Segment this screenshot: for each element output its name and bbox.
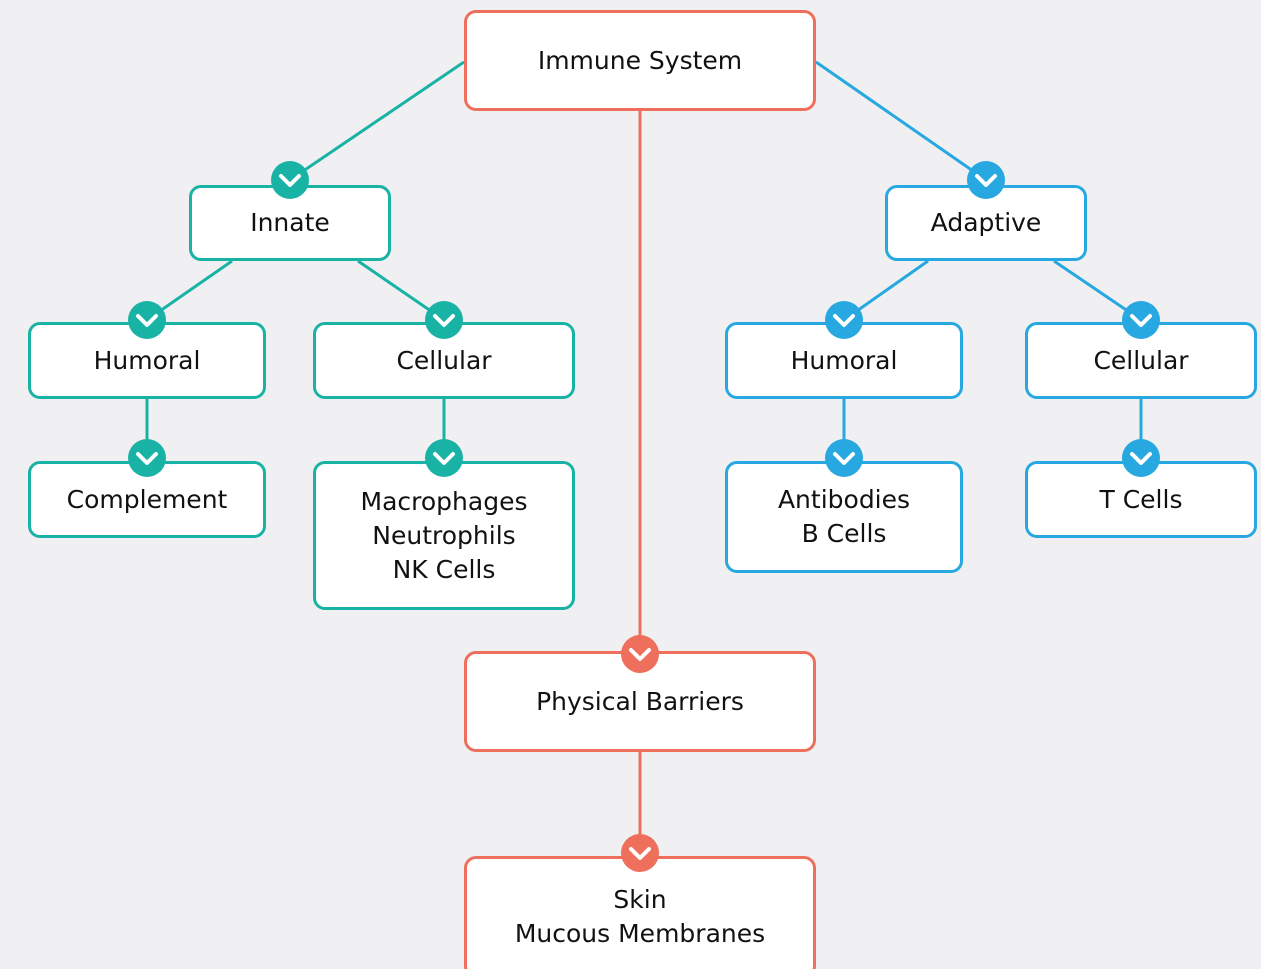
chevron-down-icon — [128, 301, 166, 339]
connector-line — [289, 60, 465, 182]
node-antibodies: Antibodies B Cells — [725, 461, 963, 573]
node-immune-system: Immune System — [464, 10, 816, 111]
node-label-line: Mucous Membranes — [514, 919, 766, 948]
node-label-line: B Cells — [801, 519, 887, 548]
chevron-down-icon — [621, 635, 659, 673]
node-label-line: Innate — [250, 208, 330, 237]
node-label-line: Immune System — [537, 45, 743, 75]
node-label-line: Humoral — [790, 345, 898, 375]
chevron-down-icon — [1122, 301, 1160, 339]
chevron-down-icon — [967, 161, 1005, 199]
connector-line — [815, 60, 987, 182]
chevron-down-icon — [621, 834, 659, 872]
node-label-line: T Cells — [1099, 484, 1183, 514]
node-label-line: Macrophages — [360, 486, 528, 516]
chevron-down-icon — [1122, 439, 1160, 477]
chevron-down-icon — [825, 439, 863, 477]
node-label-line: Skin — [613, 885, 667, 914]
node-label-line: Humoral — [93, 345, 201, 375]
chevron-down-icon — [425, 301, 463, 339]
chevron-down-icon — [425, 439, 463, 477]
chevron-down-icon — [128, 439, 166, 477]
chevron-down-icon — [271, 161, 309, 199]
node-innate-humoral: Humoral — [28, 322, 266, 399]
node-label-line: Neutrophils — [372, 520, 516, 550]
node-label-line: Cellular — [396, 345, 492, 375]
chevron-down-icon — [825, 301, 863, 339]
node-label-line: Complement — [66, 484, 228, 514]
node-label-line: Physical Barriers — [536, 686, 744, 716]
node-label-line: Antibodies — [777, 485, 911, 514]
node-label-line: Adaptive — [930, 208, 1042, 237]
node-label-line: Cellular — [1093, 345, 1189, 375]
node-label-line: NK Cells — [392, 554, 496, 584]
